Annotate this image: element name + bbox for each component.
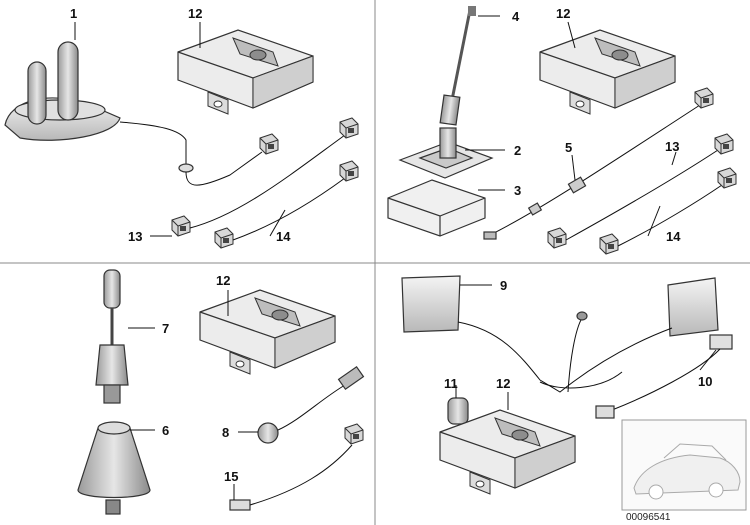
cable-13-q2 <box>547 133 734 249</box>
cable-14-q1 <box>214 160 359 249</box>
antenna-mount-2 <box>398 127 494 179</box>
callout-7: 7 <box>162 321 169 336</box>
callout-14-q2: 14 <box>666 229 681 244</box>
callout-15: 15 <box>224 469 238 484</box>
callout-12-q2: 12 <box>556 6 570 21</box>
quadrant-2: 4 12 2 3 5 13 14 <box>387 6 737 255</box>
callout-5: 5 <box>565 140 572 155</box>
callout-12-q1: 12 <box>188 6 202 21</box>
callout-12-q4: 12 <box>496 376 510 391</box>
callout-9: 9 <box>500 278 507 293</box>
rod-antenna-4 <box>439 6 476 126</box>
callout-14-q1: 14 <box>276 229 291 244</box>
callout-13-q1: 13 <box>128 229 142 244</box>
connector-11 <box>447 397 469 425</box>
adapter-cable-8 <box>257 365 365 444</box>
window-antenna-9 <box>401 275 719 393</box>
antenna-socket-6 <box>77 421 151 515</box>
quadrant-1: 1 12 13 14 <box>4 6 359 249</box>
callout-11: 11 <box>444 376 458 391</box>
callout-10: 10 <box>698 374 712 389</box>
callout-2: 2 <box>514 143 521 158</box>
callout-4: 4 <box>512 9 520 24</box>
quadrant-4: 9 11 12 10 <box>401 275 733 495</box>
roof-antenna-base <box>4 41 279 186</box>
gasket-3 <box>387 179 486 237</box>
callout-12-q3: 12 <box>216 273 230 288</box>
callout-1: 1 <box>70 6 77 21</box>
cable-14-q2 <box>599 167 737 255</box>
cable-13-q1 <box>171 117 359 237</box>
cable-15 <box>229 423 364 511</box>
control-unit-12-c <box>199 289 336 375</box>
cable-10 <box>595 334 733 419</box>
quadrant-3: 12 7 6 8 15 <box>77 269 365 515</box>
callout-13-q2: 13 <box>665 139 679 154</box>
car-thumbnail <box>621 419 747 511</box>
cable-5 <box>483 87 714 240</box>
control-unit-12-a <box>177 29 314 115</box>
control-unit-12-b <box>539 29 676 115</box>
callout-3: 3 <box>514 183 521 198</box>
rod-antenna-7 <box>95 269 129 404</box>
callout-6: 6 <box>162 423 169 438</box>
document-number: 00096541 <box>626 512 671 523</box>
callout-8: 8 <box>222 425 229 440</box>
